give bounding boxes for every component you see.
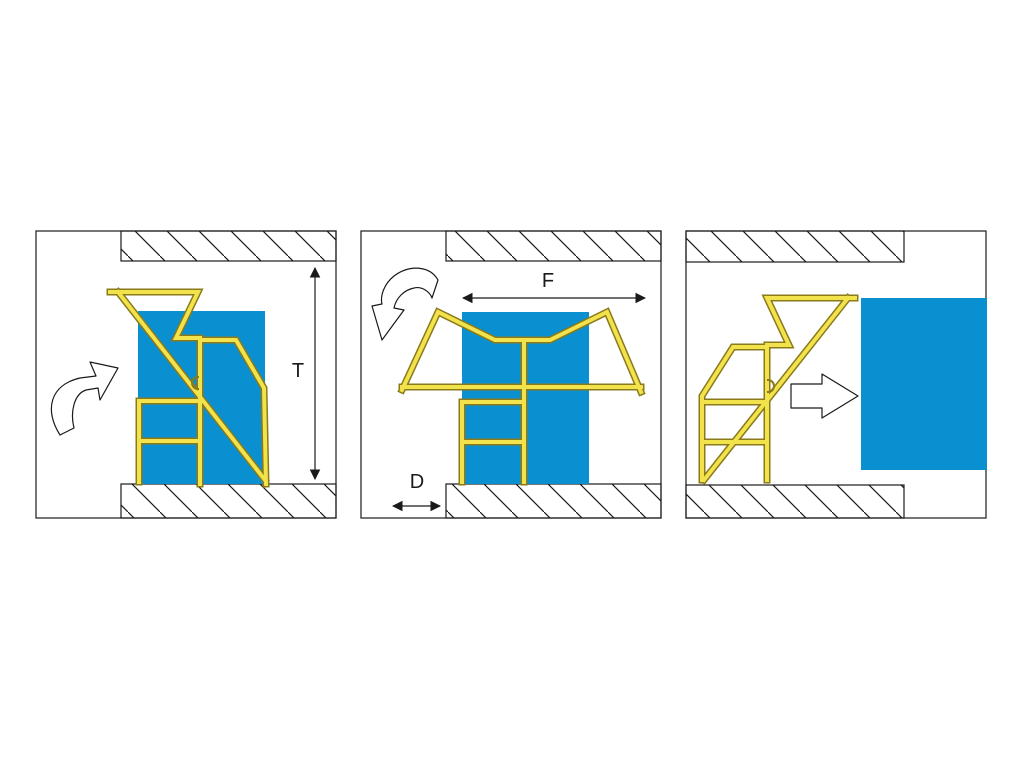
gap-label: D [410, 471, 424, 493]
panel-1: T [35, 230, 337, 519]
curved-arrow-icon [50, 361, 119, 436]
panel-1-ladder [106, 287, 270, 488]
panel-1-ceiling [120, 230, 337, 262]
panel-3-block [861, 298, 987, 470]
panel-2-ladder [397, 307, 646, 486]
panel-3-ladder [698, 293, 859, 485]
panel-2-ceiling [445, 230, 662, 262]
panel-2: F D [360, 230, 662, 519]
panel-1-floor [120, 483, 337, 519]
height-label: T [292, 360, 304, 382]
right-arrow-icon [790, 373, 859, 419]
width-label: F [542, 270, 554, 292]
panel-3 [685, 230, 987, 519]
panel-2-floor [445, 483, 662, 519]
curved-arrow-icon [371, 267, 439, 341]
panel-3-floor [685, 484, 905, 519]
panel-3-ceiling [685, 230, 905, 263]
